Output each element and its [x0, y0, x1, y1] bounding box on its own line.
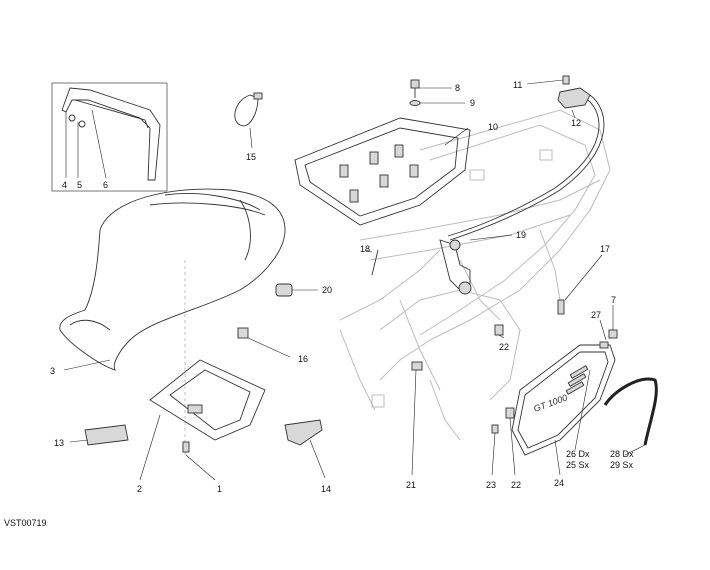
callout-28: 28 Dx: [610, 449, 634, 459]
callout-26: 26 Dx: [566, 449, 590, 459]
callout-4: 4: [62, 180, 67, 190]
seal-strip: [603, 377, 658, 456]
callout-29: 29 Sx: [610, 460, 634, 470]
callout-11: 11: [513, 80, 522, 90]
callout-19: 19: [516, 230, 526, 240]
callout-1: 1: [217, 484, 222, 494]
callout-20: 20: [322, 285, 332, 295]
callout-7: 7: [611, 295, 616, 305]
callout-3: 3: [50, 366, 55, 376]
callout-21: 21: [406, 480, 416, 490]
callout-16: 16: [298, 354, 308, 364]
screws: [599, 305, 618, 349]
rubber-bush: [275, 283, 318, 297]
drawing-code: VST00719: [4, 518, 47, 528]
leader-lines: [63, 127, 469, 371]
grab-handle-inset: [51, 82, 168, 192]
motorcycle-frame: [339, 109, 611, 441]
callout-12: 12: [571, 118, 581, 128]
callout-22-bottom: 22: [511, 480, 521, 490]
callout-17: 17: [600, 244, 610, 254]
callout-23: 23: [486, 480, 496, 490]
seat-lock-cable: [447, 75, 605, 241]
bolt-17: [557, 254, 603, 315]
callout-24: 24: [554, 478, 564, 488]
callout-14: 14: [321, 484, 331, 494]
bolt-washer: [409, 79, 465, 106]
callout-8: 8: [455, 83, 460, 93]
fasteners: [411, 324, 516, 476]
side-panel: GT 1000: [511, 344, 616, 476]
clip: [237, 327, 291, 358]
callout-13: 13: [54, 438, 64, 448]
panel-logo: GT 1000: [532, 393, 568, 414]
callout-numbers: 1 2 3 4 5 6 7 8 9 10 11 12 13 14 15 16 1…: [50, 80, 634, 494]
strap: [234, 92, 263, 149]
seat: [59, 188, 286, 455]
callout-5: 5: [77, 180, 82, 190]
callout-6: 6: [103, 180, 108, 190]
rubber-pad: [284, 419, 326, 479]
callout-10: 10: [488, 122, 498, 132]
cable-bracket: [364, 234, 513, 295]
callout-15: 15: [246, 152, 256, 162]
pad: [69, 424, 129, 446]
undertray: [139, 359, 266, 481]
callout-25: 25 Sx: [566, 460, 590, 470]
callout-18: 18: [360, 244, 370, 254]
callout-9: 9: [470, 98, 475, 108]
callout-22-top: 22: [499, 342, 509, 352]
seat-tray: [294, 117, 471, 226]
callout-27: 27: [591, 310, 601, 320]
callout-2: 2: [137, 484, 142, 494]
